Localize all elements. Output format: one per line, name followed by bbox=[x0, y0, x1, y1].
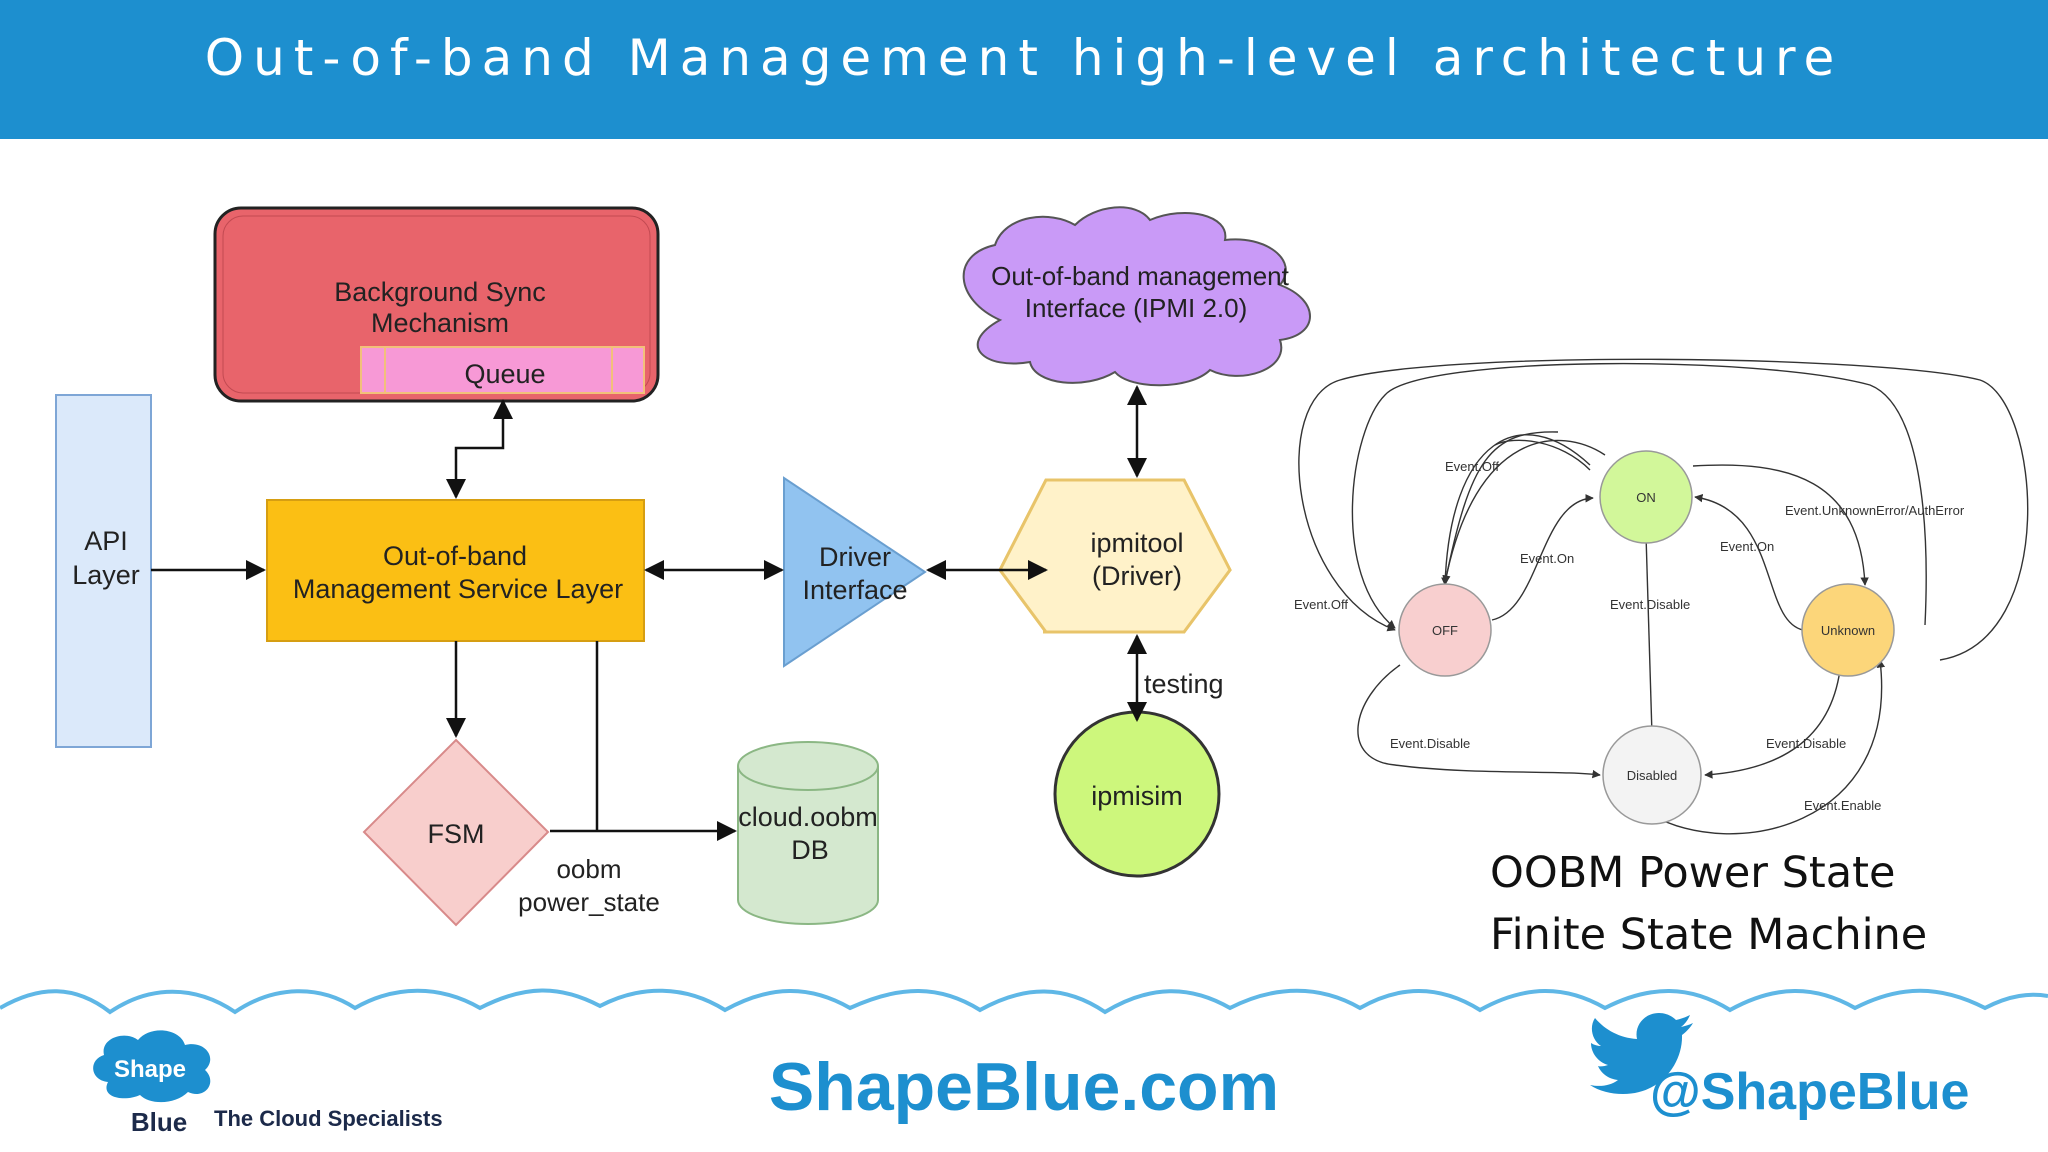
transition-disable-left: Event.Disable bbox=[1390, 736, 1470, 751]
fsm-caption-line-2: Finite State Machine bbox=[1490, 910, 1928, 960]
website-link[interactable]: ShapeBlue.com bbox=[768, 1049, 1280, 1125]
transition-on-right: Event.On bbox=[1720, 539, 1774, 554]
testing-label: testing bbox=[1144, 669, 1224, 699]
queue-label: Queue bbox=[464, 359, 545, 389]
ipmisim-label: ipmisim bbox=[1091, 781, 1183, 811]
twitter-bird-icon bbox=[1590, 1013, 1693, 1094]
state-on-label: ON bbox=[1636, 490, 1656, 505]
ipmitool-label-2: (Driver) bbox=[1092, 561, 1182, 591]
api-layer-box: API Layer bbox=[55, 394, 152, 748]
oob-interface-label-1: Out-of-band management bbox=[991, 261, 1290, 291]
state-disabled bbox=[1602, 725, 1702, 825]
db-edge-label-2: power_state bbox=[518, 887, 660, 917]
transition-off-left: Event.Off bbox=[1294, 597, 1348, 612]
oob-interface-label-2: Interface (IPMI 2.0) bbox=[1025, 293, 1248, 323]
power-state-fsm: ON OFF Unknown Disabled Event.Off Event.… bbox=[1294, 358, 2029, 835]
state-unknown-label: Unknown bbox=[1821, 623, 1875, 638]
fsm-diamond: FSM bbox=[362, 738, 550, 927]
cloud-border-decoration bbox=[0, 988, 2048, 1015]
fsm-label: FSM bbox=[428, 819, 485, 849]
transition-off-top: Event.Off bbox=[1445, 459, 1499, 474]
transition-on-left: Event.On bbox=[1520, 551, 1574, 566]
driver-interface-label-2: Interface bbox=[802, 575, 907, 605]
queue-box: Queue bbox=[360, 346, 645, 394]
ipmitool-label-1: ipmitool bbox=[1090, 528, 1183, 558]
fsm-caption: OOBM Power State Finite State Machine bbox=[1490, 842, 1927, 966]
footer-tagline: The Cloud Specialists bbox=[214, 1106, 443, 1131]
architecture-connectors bbox=[151, 385, 1147, 841]
transition-enable: Event.Enable bbox=[1804, 798, 1881, 813]
background-sync-label-1: Background Sync bbox=[334, 277, 546, 307]
state-off bbox=[1398, 583, 1492, 677]
background-sync-label-2: Mechanism bbox=[371, 308, 509, 338]
api-layer-label-2: Layer bbox=[72, 560, 140, 590]
state-disabled-label: Disabled bbox=[1627, 768, 1678, 783]
db-edge-label-1: oobm bbox=[556, 854, 621, 884]
service-layer-label-2: Management Service Layer bbox=[293, 574, 623, 604]
header-bar: Out-of-band Management high-level archit… bbox=[0, 0, 2048, 139]
transition-unknown-error: Event.UnknownError/AuthError bbox=[1785, 503, 1965, 518]
twitter-handle[interactable]: @ShapeBlue bbox=[1650, 1063, 1970, 1121]
oob-interface-cloud: Out-of-band management Interface (IPMI 2… bbox=[962, 206, 1311, 387]
state-on bbox=[1599, 450, 1693, 544]
db-cylinder: cloud.oobm DB bbox=[737, 741, 879, 925]
shapeblue-logo: Shape Blue bbox=[93, 1030, 211, 1137]
db-label-2: DB bbox=[791, 835, 829, 865]
driver-interface-label-1: Driver bbox=[819, 542, 891, 572]
logo-shape-text: Shape bbox=[114, 1056, 186, 1083]
state-off-label: OFF bbox=[1432, 623, 1458, 638]
transition-disable-right: Event.Disable bbox=[1766, 736, 1846, 751]
db-label-1: cloud.oobm bbox=[738, 802, 878, 832]
driver-interface-triangle: Driver Interface bbox=[783, 476, 927, 668]
service-layer-box: Out-of-band Management Service Layer bbox=[266, 499, 645, 642]
ipmisim-circle: ipmisim bbox=[1053, 710, 1221, 878]
service-layer-label-1: Out-of-band bbox=[383, 541, 527, 571]
slide-title: Out-of-band Management high-level archit… bbox=[204, 29, 1844, 87]
ipmitool-hexagon: ipmitool (Driver) bbox=[998, 478, 1232, 634]
state-unknown bbox=[1801, 583, 1895, 677]
transition-disable-center: Event.Disable bbox=[1610, 597, 1690, 612]
fsm-caption-line-1: OOBM Power State bbox=[1490, 848, 1896, 898]
api-layer-label-1: API bbox=[84, 526, 128, 556]
logo-blue-text: Blue bbox=[131, 1107, 187, 1137]
